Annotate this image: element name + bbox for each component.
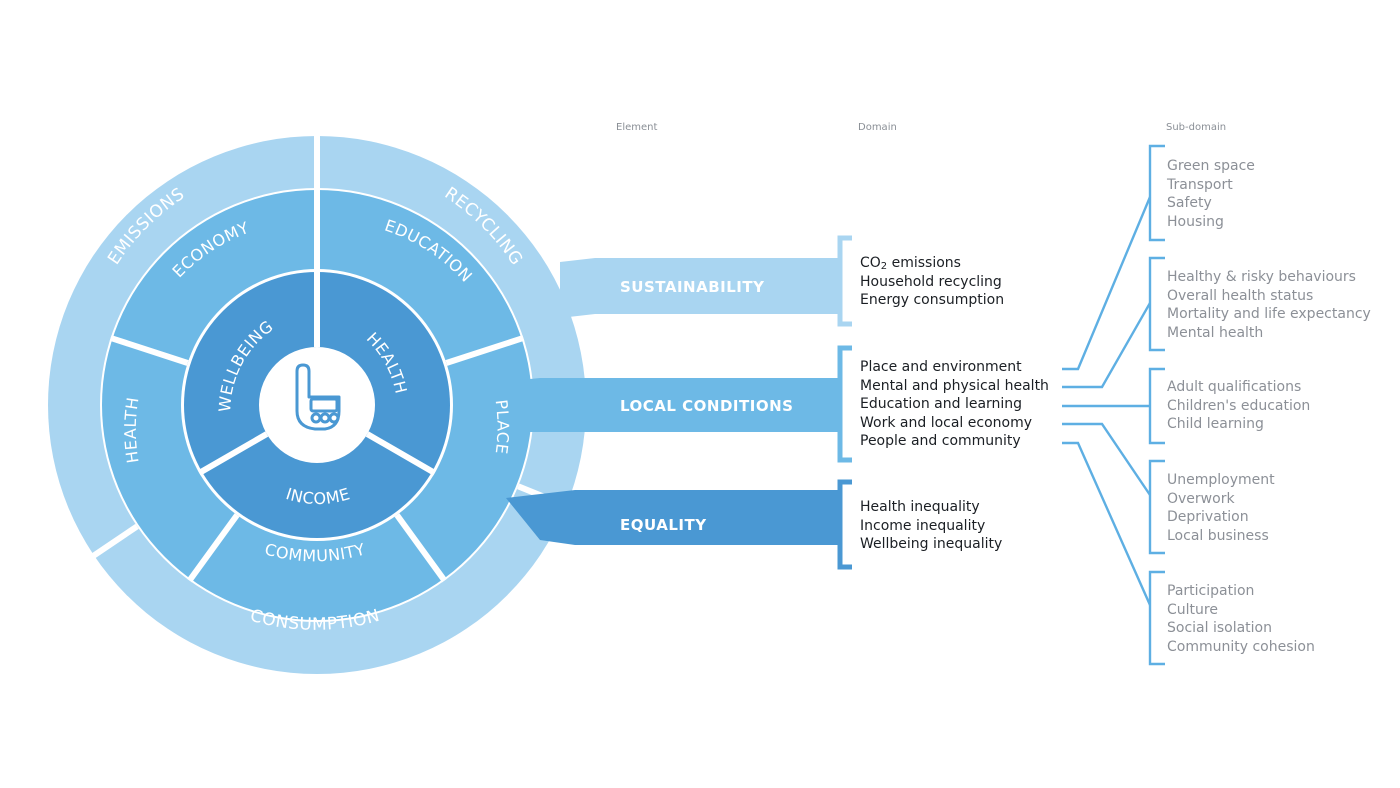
hand-outline-stroke: [295, 363, 341, 431]
hand-finger-stroke: [328, 412, 340, 424]
subdomain-item: Unemployment: [1167, 472, 1275, 488]
domain-column-header: Domain: [858, 122, 897, 133]
ring-separator: [394, 513, 447, 583]
domain-item: Mental and physical health: [860, 377, 1049, 394]
element-label: EQUALITY: [620, 516, 707, 534]
subdomain-item: Child learning: [1167, 416, 1264, 432]
ring-label-text: HEALTH: [121, 396, 142, 465]
ring-separator: [89, 523, 139, 560]
element-label: SUSTAINABILITY: [620, 278, 765, 296]
ring-separator: [365, 431, 437, 476]
subdomain-group-community: Participation Culture Social isolation C…: [1167, 582, 1315, 656]
subdomain-bracket: [1148, 256, 1165, 352]
domain-item: Wellbeing inequality: [860, 536, 1003, 552]
subdomain-item: Mental health: [1167, 324, 1264, 341]
element-band: [560, 258, 838, 318]
subdomain-item: Green space: [1167, 158, 1255, 174]
center-disc: [259, 347, 375, 463]
subdomain-group-education: Adult qualifications Children's educatio…: [1167, 378, 1310, 434]
equality-domain-list: Health inequality Income inequality Well…: [860, 498, 1002, 554]
subdomain-item: Mortality and life expectancy: [1167, 306, 1371, 322]
domain-bracket: [837, 479, 852, 570]
subdomain-item: Participation: [1167, 583, 1255, 599]
ring-separator: [445, 335, 525, 366]
domain-item: Health inequality: [860, 499, 980, 515]
ring-separator: [197, 431, 269, 476]
subdomain-column-header: Sub-domain: [1166, 122, 1227, 133]
subdomain-item: Social isolation: [1167, 620, 1272, 636]
domain-item: People and community: [860, 433, 1021, 449]
element-band: [506, 490, 838, 545]
ring-label: PLACE: [492, 399, 513, 456]
domain-item: Energy consumption: [860, 292, 1005, 308]
subdomain-item: Community cohesion: [1167, 638, 1315, 655]
domain-subdomain-connector: [1062, 441, 1152, 606]
subdomain-item: Deprivation: [1167, 509, 1249, 525]
subdomain-item: Local business: [1167, 527, 1269, 544]
domain-item: Education and learning: [860, 396, 1023, 412]
subdomain-group-economy: Unemployment Overwork Deprivation Local …: [1167, 471, 1275, 545]
subdomain-item: Overwork: [1167, 490, 1235, 507]
subdomain-item: Housing: [1167, 213, 1224, 230]
domain-subdomain-connector: [1062, 196, 1152, 371]
element-label: LOCAL CONDITIONS: [620, 397, 793, 415]
subdomain-item: Adult qualifications: [1167, 379, 1302, 395]
subdomain-bracket: [1148, 144, 1165, 242]
subdomain-bracket: [1148, 570, 1165, 666]
domain-item: Household recycling: [860, 273, 1002, 290]
domain-item: Place and environment: [860, 359, 1022, 375]
subdomain-bracket: [1148, 367, 1165, 445]
domain-bracket: [837, 235, 852, 327]
element-column-header: Element: [616, 122, 658, 133]
subdomain-item: Overall health status: [1167, 287, 1314, 304]
subdomain-item: Healthy & risky behaviours: [1167, 269, 1356, 285]
domain-subdomain-connector: [1062, 302, 1152, 389]
subdomain-item: Children's education: [1167, 397, 1311, 414]
local-conditions-domain-list: Place and environment Mental and physica…: [860, 358, 1049, 451]
sustainability-domain-list: CO2 emissions Household recycling Energy…: [860, 254, 1004, 310]
domain-item: Income inequality: [860, 517, 986, 534]
ring-separator: [109, 335, 189, 366]
hand-logo-icon: [295, 363, 341, 431]
hand-bar-stroke: [309, 397, 339, 413]
subdomain-item: Transport: [1167, 176, 1233, 193]
subdomain-group-health: Healthy & risky behaviours Overall healt…: [1167, 268, 1371, 342]
element-band: [520, 378, 838, 432]
subdomain-item: Safety: [1167, 195, 1212, 211]
domain-subdomain-connector: [1062, 422, 1151, 496]
subdomain-bracket: [1148, 459, 1165, 555]
ring-label-text: PLACE: [492, 399, 512, 456]
ring-label: HEALTH: [121, 396, 143, 465]
subdomain-group-place: Green space Transport Safety Housing: [1167, 157, 1255, 231]
domain-item: CO2 emissions: [860, 255, 961, 272]
subdomain-item: Culture: [1167, 601, 1218, 618]
ring-separator: [187, 513, 240, 583]
domain-item: Work and local economy: [860, 414, 1032, 431]
domain-bracket: [837, 345, 852, 463]
